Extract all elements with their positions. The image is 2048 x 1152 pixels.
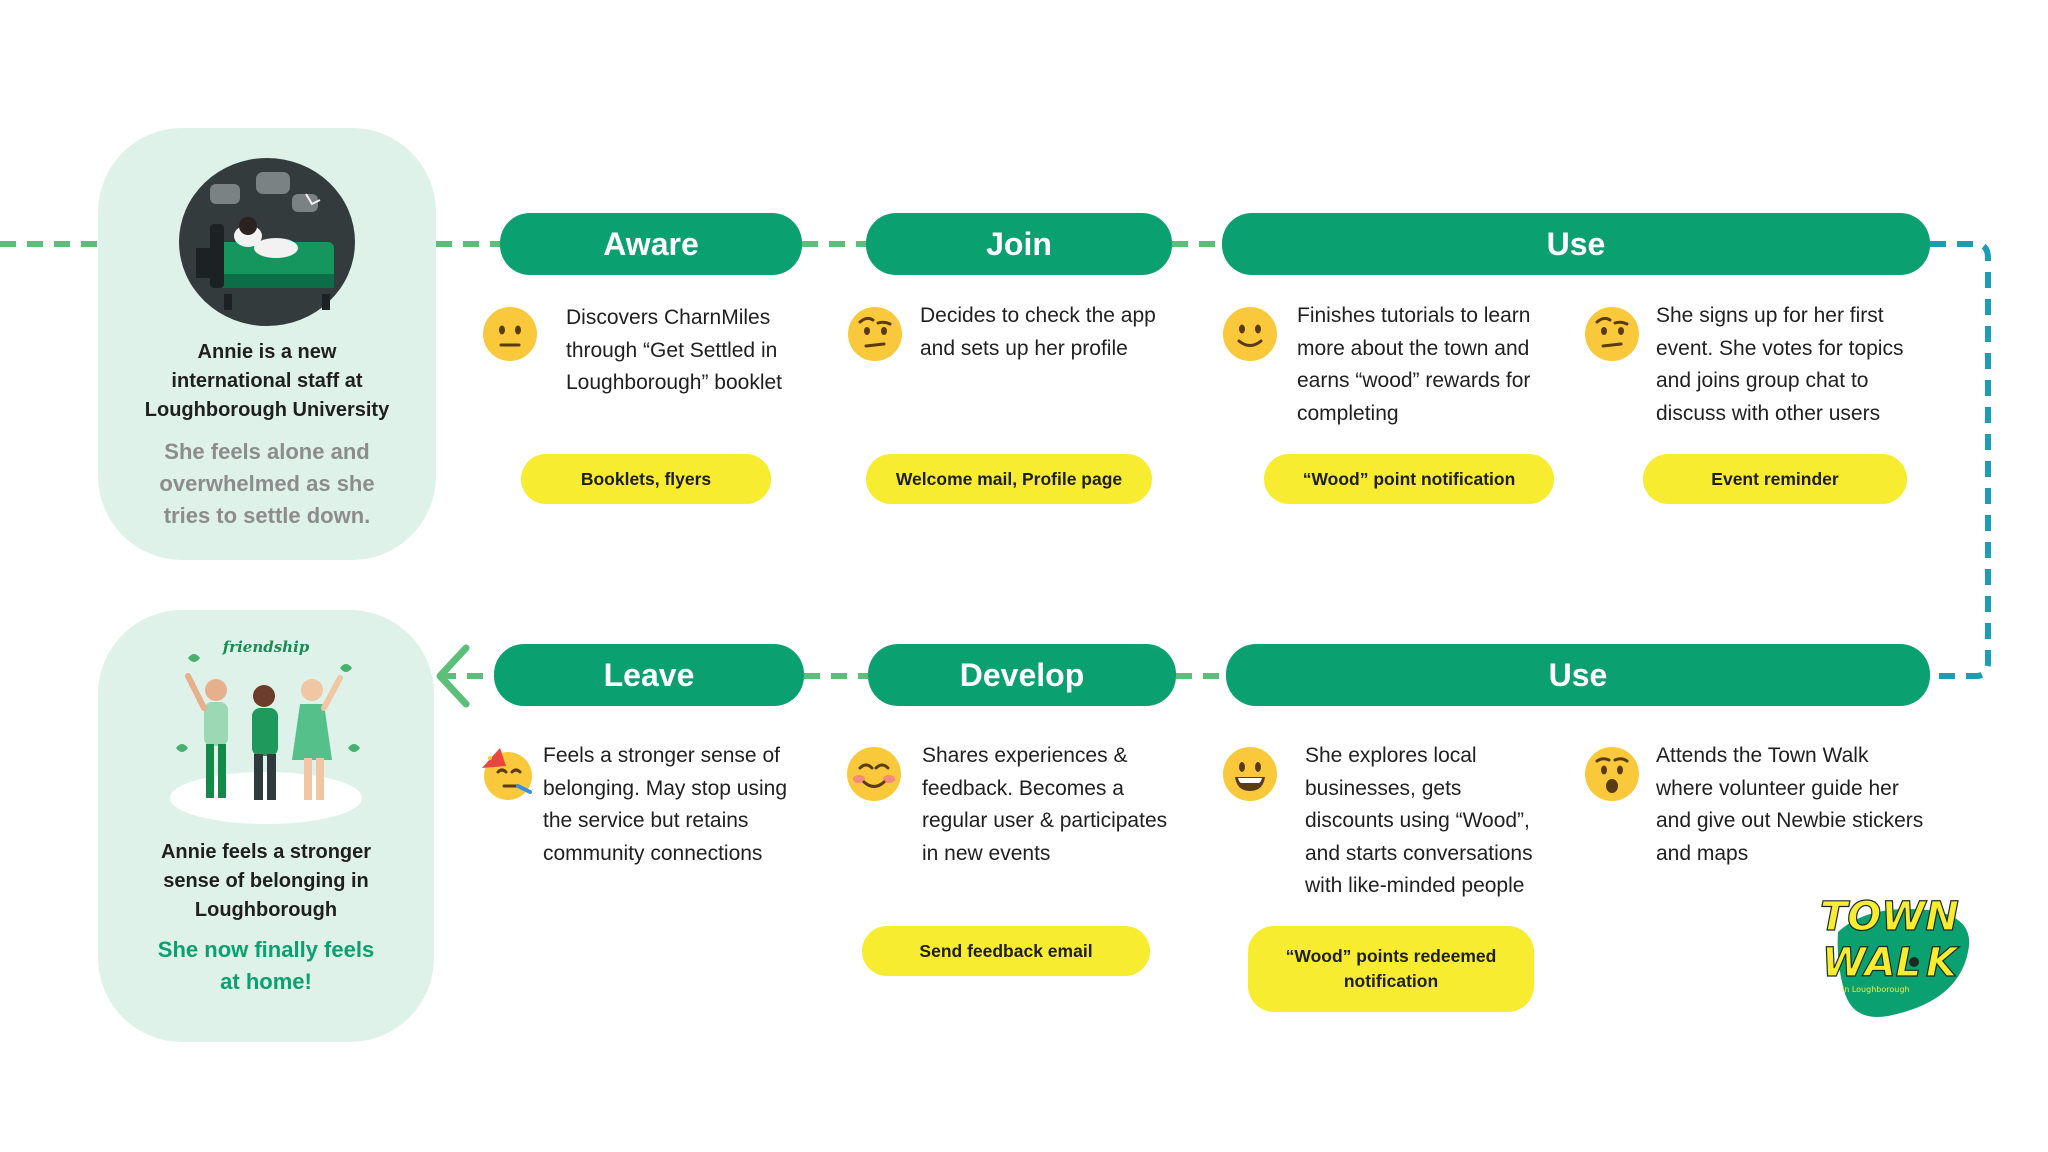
stage-use-top: Use [1222, 213, 1930, 275]
touchpoint-booklets: Booklets, flyers [521, 454, 771, 504]
surprised-face-icon [1585, 747, 1639, 801]
touchpoint-wood-notification: “Wood” point notification [1264, 454, 1554, 504]
step-use2-text: She signs up for her first event. She vo… [1656, 304, 1904, 425]
step-use3-text: Attends the Town Walk where volunteer gu… [1656, 744, 1924, 865]
blushing-smile-face-icon [847, 747, 901, 801]
raised-eyebrow-face-icon [1585, 307, 1639, 361]
touchpoint-feedback-email: Send feedback email [862, 926, 1150, 976]
slight-smile-face-icon [1223, 307, 1277, 361]
step-leave-text: Feels a stronger sense of belonging. May… [543, 744, 787, 865]
grinning-face-icon [1223, 747, 1277, 801]
friendship-group-illustration: friendship [170, 638, 362, 824]
persona-end-subtitle: She now finally feels at home! [157, 937, 375, 994]
touchpoint-wood-redeemed: “Wood” points redeemed notification [1248, 926, 1534, 1012]
party-face-icon [482, 748, 532, 800]
stage-aware: Aware [500, 213, 802, 275]
touchpoint-event-reminder: Event reminder [1643, 454, 1907, 504]
step-use1-text: Finishes tutorials to learn more about t… [1297, 304, 1531, 425]
persona-end-title: Annie feels a stronger sense of belongin… [160, 841, 372, 921]
town-walk-logo: TOWN WAL K in Loughborough [1819, 893, 1970, 1017]
logo-word-walk: WAL [1822, 940, 1921, 986]
illustration-caption: friendship [222, 638, 310, 656]
raised-eyebrow-face-icon [848, 307, 902, 361]
logo-letter-k: K [1926, 940, 1960, 986]
stage-join: Join [866, 213, 1172, 275]
stage-use-bottom: Use [1226, 644, 1930, 706]
persona-start-title: Annie is a new international staff at Lo… [144, 341, 390, 421]
touchpoint-welcome-mail: Welcome mail, Profile page [866, 454, 1152, 504]
persona-end-card: friendship [98, 610, 434, 1042]
step-aware-text: Discovers CharnMiles through “Get Settle… [566, 306, 783, 394]
step-use4-text: She explores local businesses, gets disc… [1305, 744, 1533, 897]
overwhelmed-person-illustration [179, 158, 355, 326]
arrow-left-icon [436, 644, 470, 708]
persona-start-card: Annie is a new international staff at Lo… [98, 128, 436, 560]
stage-leave: Leave [494, 644, 804, 706]
logo-tagline: in Loughborough [1842, 985, 1909, 994]
neutral-face-icon [483, 307, 537, 361]
step-join-text: Decides to check the app and sets up her… [920, 304, 1156, 360]
persona-start-subtitle: She feels alone and overwhelmed as she t… [159, 439, 375, 528]
logo-word-town: TOWN [1820, 894, 1959, 940]
stage-develop: Develop [868, 644, 1176, 706]
step-develop-text: Shares experiences & feedback. Becomes a… [922, 744, 1168, 865]
